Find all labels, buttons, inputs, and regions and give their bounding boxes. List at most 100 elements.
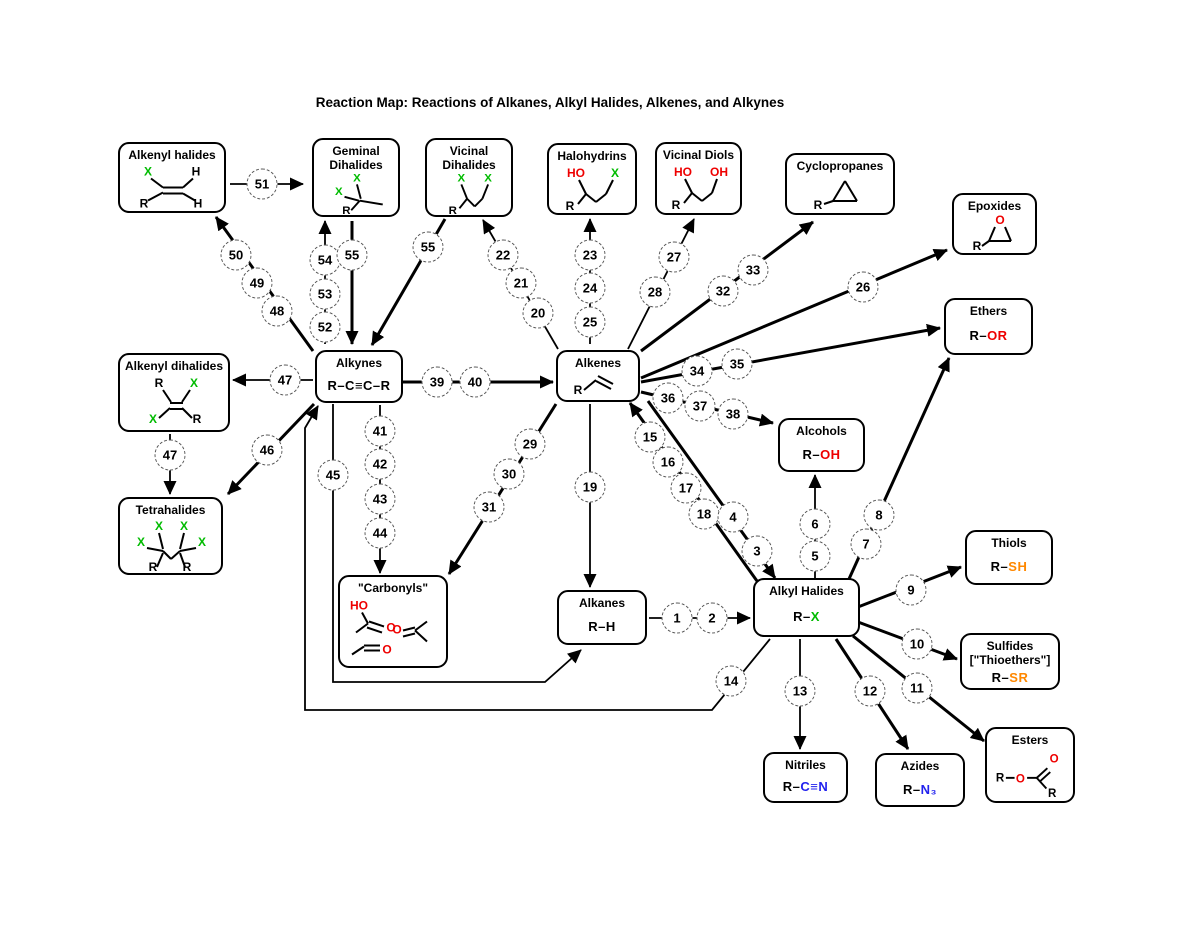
formula-segment: R– <box>782 779 801 794</box>
atom-label: X <box>353 173 361 185</box>
reaction-number-6: 6 <box>799 508 831 540</box>
reaction-number-39: 39 <box>421 366 453 398</box>
formula-segment: R–C≡C–R <box>327 378 391 393</box>
bond-line <box>458 198 468 209</box>
bond-line <box>577 193 587 205</box>
reaction-number-55: 55 <box>412 231 444 263</box>
bond-line <box>583 379 597 391</box>
reaction-number-8: 8 <box>863 499 895 531</box>
structure-formula: R–SH <box>991 550 1028 583</box>
bond-line <box>179 532 185 550</box>
bond-line <box>595 193 607 203</box>
atom-label: OH <box>710 165 728 179</box>
atom-label: H <box>192 165 201 179</box>
bond-line <box>1036 777 1048 790</box>
bond-line <box>361 612 369 624</box>
reaction-number-14: 14 <box>715 665 747 697</box>
reaction-number-45: 45 <box>317 459 349 491</box>
reaction-number-32: 32 <box>707 275 739 307</box>
structure-formula: R–C≡N <box>783 772 829 801</box>
reaction-number-54: 54 <box>309 244 341 276</box>
structure-drawing: R <box>574 375 614 397</box>
structure-formula: R–C≡C–R <box>327 370 390 401</box>
structure-formula: R–H <box>588 610 616 643</box>
atom-label: X <box>149 412 157 426</box>
atom-label: X <box>484 173 492 185</box>
node-label-line: Alkenyl halides <box>128 148 216 162</box>
node-label-line: Alkynes <box>335 356 383 370</box>
reaction-number-33: 33 <box>737 254 769 286</box>
bond-line <box>150 177 164 189</box>
bond-line <box>1004 226 1012 242</box>
node-label-line: ["Thioethers"] <box>969 653 1051 667</box>
reaction-number-28: 28 <box>639 276 671 308</box>
bond-line <box>711 178 718 194</box>
reaction-number-20: 20 <box>522 297 554 329</box>
reaction-number-23: 23 <box>574 239 606 271</box>
atom-label: R <box>973 239 982 253</box>
atom-label: HO <box>350 599 368 613</box>
atom-label: R <box>996 773 1005 785</box>
structure-drawing: OR <box>973 213 1012 253</box>
reaction-number-24: 24 <box>574 272 606 304</box>
bond-line <box>344 195 360 202</box>
node-label-line: Halohydrins <box>557 149 627 163</box>
atom-label: R <box>449 205 458 215</box>
atom-label: R <box>183 560 192 573</box>
formula-segment: C≡N <box>800 779 829 794</box>
formula-segment: R– <box>969 328 988 343</box>
node-label-sulfides: Sulfides["Thioethers"] <box>970 639 1051 667</box>
bond-line <box>158 407 171 419</box>
atom-label: O <box>995 213 1004 227</box>
node-label-esters: Esters <box>1012 733 1049 747</box>
reaction-number-4: 4 <box>717 501 749 533</box>
node-label-halohydrins: Halohydrins <box>557 149 626 163</box>
bond-line <box>146 547 164 552</box>
reaction-number-25: 25 <box>574 306 606 338</box>
bond-line <box>350 200 361 211</box>
atom-label: O <box>392 623 401 637</box>
node-label-alcohols: Alcohols <box>796 424 847 438</box>
reaction-number-29: 29 <box>514 428 546 460</box>
node-label-alkanes: Alkanes <box>579 596 625 610</box>
bond-line <box>162 550 172 560</box>
node-label-line: Esters <box>1011 733 1049 747</box>
bond-line <box>832 180 846 202</box>
atom-label: X <box>190 376 198 390</box>
node-label-line: Dihalides <box>329 158 383 172</box>
node-label-line: Sulfides <box>986 639 1034 653</box>
reaction-number-53: 53 <box>309 278 341 310</box>
node-label-line: Vicinal Diols <box>662 148 735 162</box>
node-label-alkenyl-dihalides: Alkenyl dihalides <box>125 359 223 373</box>
atom-label: O <box>382 643 391 657</box>
atom-label: R <box>1048 788 1057 800</box>
atom-label: R <box>342 205 351 215</box>
atom-label: R <box>574 383 583 397</box>
reaction-number-10: 10 <box>901 628 933 660</box>
bond-line <box>179 552 186 568</box>
structure-drawing: XXR <box>335 173 383 215</box>
reaction-number-47: 47 <box>154 439 186 471</box>
structure-drawing: R <box>814 180 858 212</box>
structure-formula: R–X <box>793 598 820 635</box>
reaction-number-1: 1 <box>661 602 693 634</box>
bond-line <box>181 389 191 403</box>
node-label-line: Azides <box>900 759 940 773</box>
bond-line <box>182 177 194 189</box>
node-label-cyclopropanes: Cyclopropanes <box>797 159 884 173</box>
bond-line <box>595 380 612 390</box>
